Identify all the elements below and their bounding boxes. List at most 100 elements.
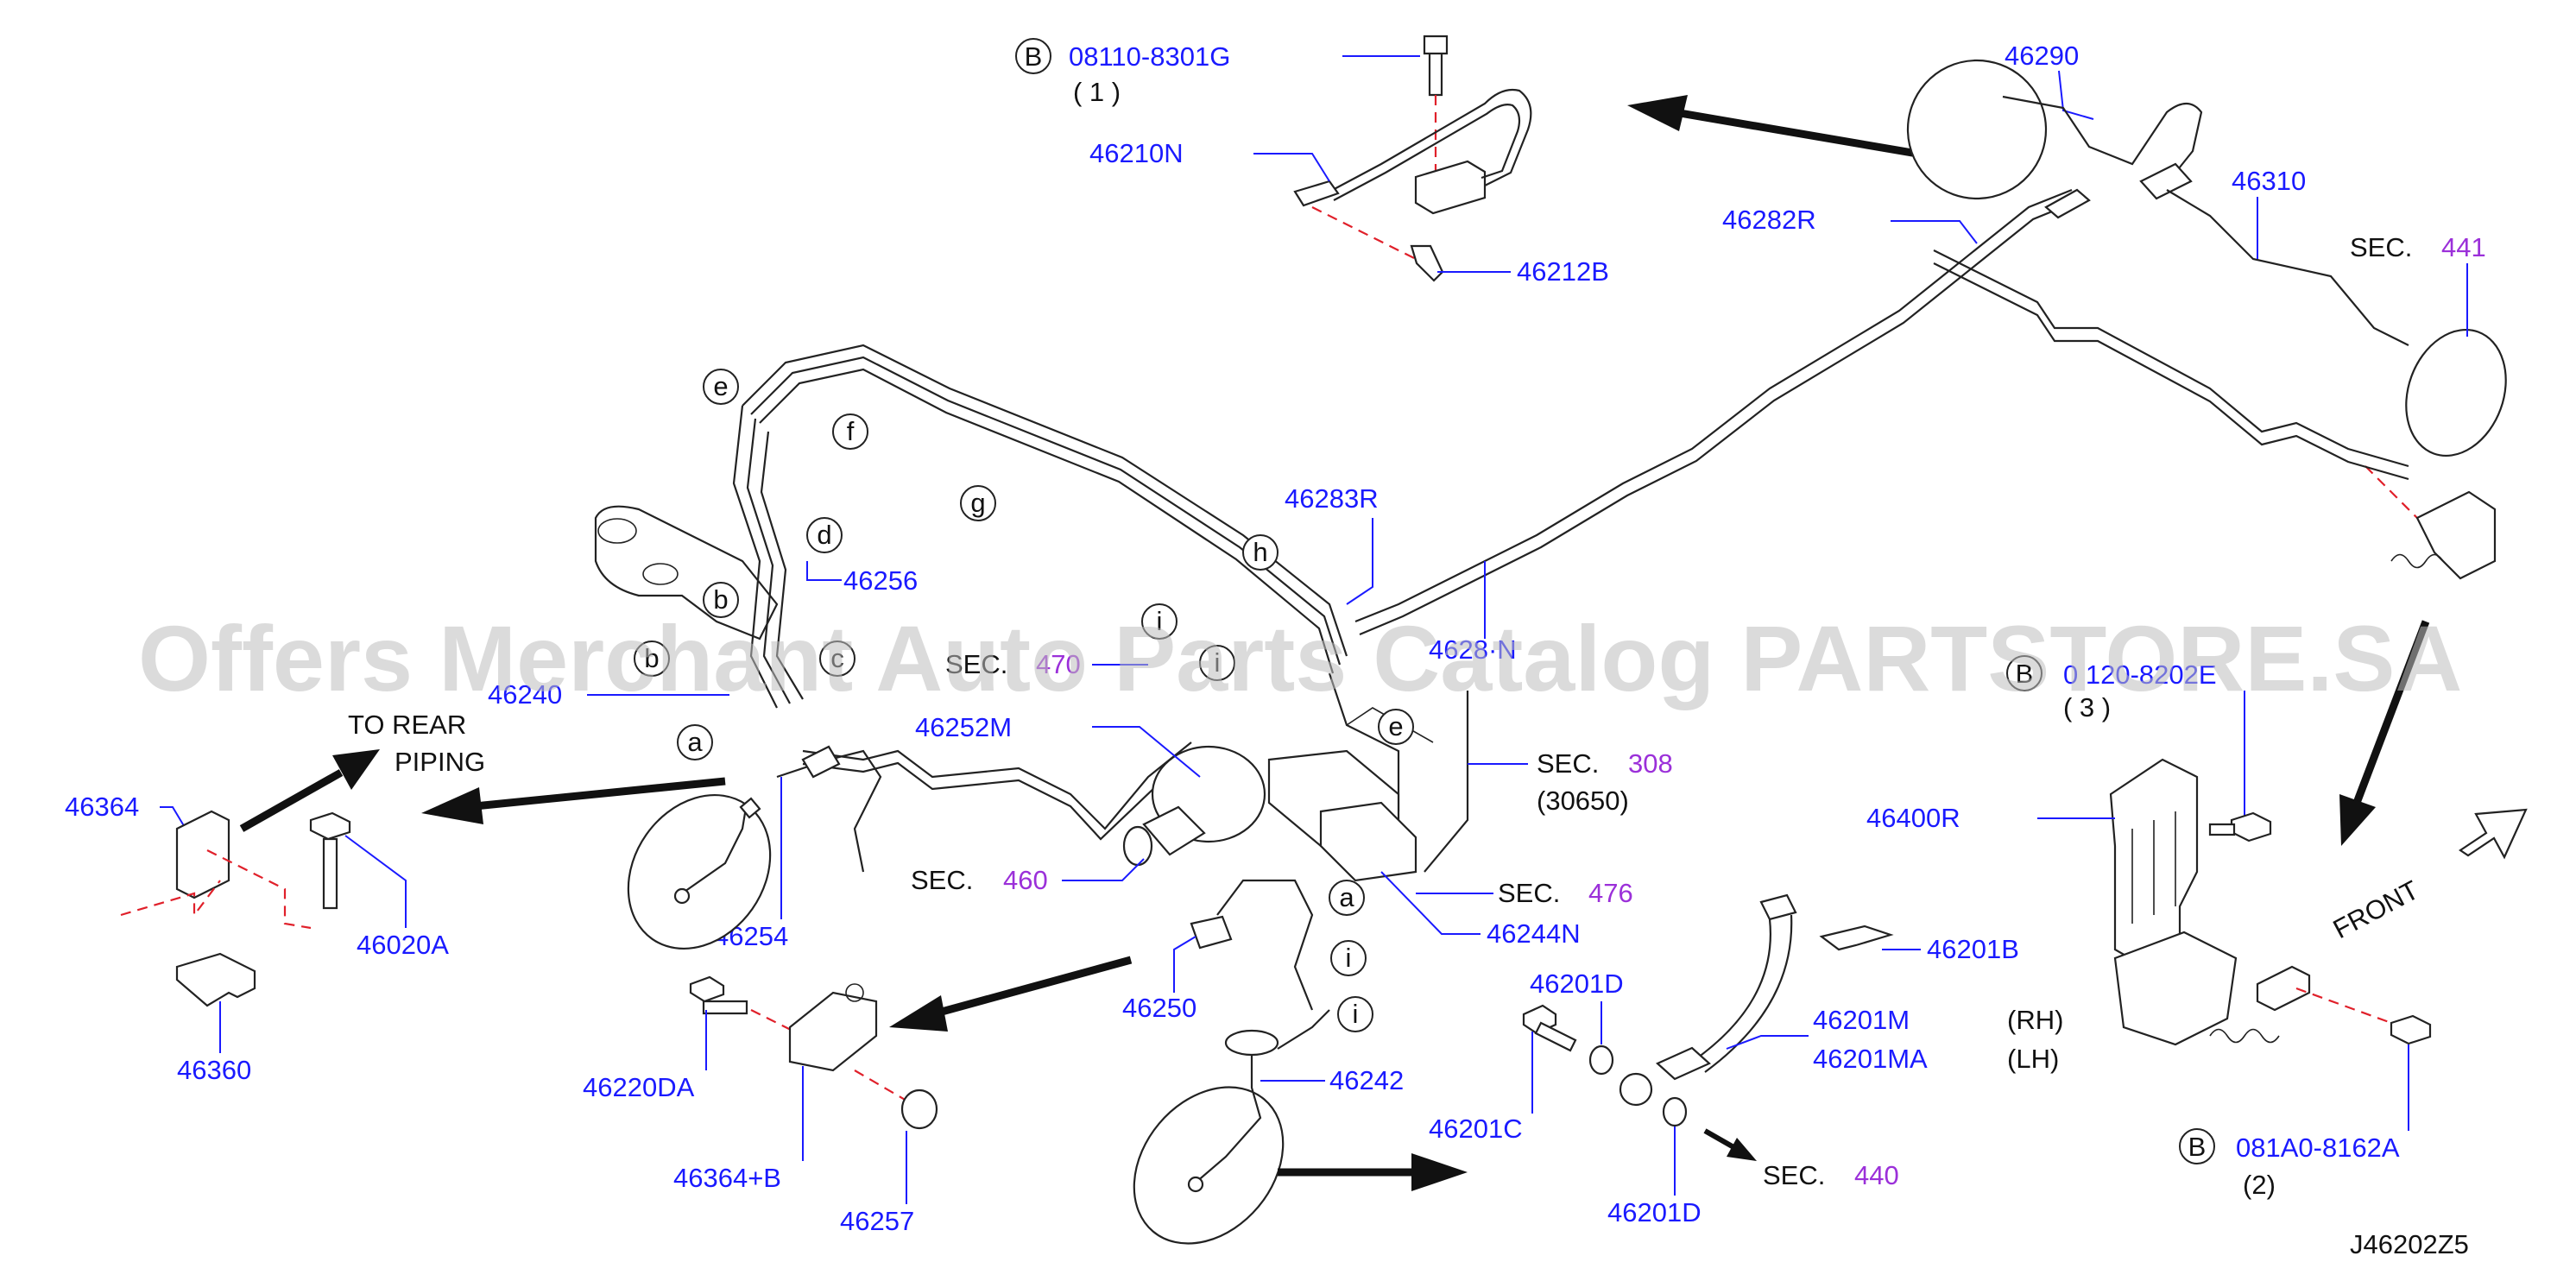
line-to-master xyxy=(802,741,1192,830)
caliper-spring-icon xyxy=(2209,1028,2280,1044)
spring-icon-upper xyxy=(2390,553,2444,569)
part-46201d-bot[interactable]: 46201D xyxy=(1607,1197,1702,1227)
dash-caliper-bolt xyxy=(2295,987,2392,1025)
part-46283r[interactable]: 46283R xyxy=(1285,483,1379,514)
front-arrow-icon xyxy=(2459,808,2528,860)
caliper-detail: B 0 120-8202E ( 3 ) 46400R B 081A0-8162A… xyxy=(1866,620,2528,1200)
part-46360[interactable]: 46360 xyxy=(177,1055,251,1085)
dash-top-clip xyxy=(1311,206,1417,260)
caliper-small-icon xyxy=(2415,490,2497,580)
bolt-shank-caliper-top xyxy=(2208,823,2236,836)
part-46400r[interactable]: 46400R xyxy=(1866,803,1960,833)
sec-308[interactable]: 308 xyxy=(1628,748,1673,779)
sec-30650: (30650) xyxy=(1537,786,1629,816)
part-46201d-top[interactable]: 46201D xyxy=(1530,969,1624,999)
part-46256[interactable]: 46256 xyxy=(843,565,918,596)
abs-block-icon xyxy=(1319,801,1417,882)
part-46252m[interactable]: 46252M xyxy=(915,712,1012,742)
banjo-eye xyxy=(1619,1072,1653,1107)
sec-476[interactable]: 476 xyxy=(1588,878,1633,908)
leader-46020a xyxy=(344,835,407,928)
part-46310[interactable]: 46310 xyxy=(2232,166,2306,196)
part-46364[interactable]: 46364 xyxy=(65,792,139,822)
frame-line-1 xyxy=(742,344,1348,657)
lower-harness xyxy=(1216,879,1314,1011)
part-46290[interactable]: 46290 xyxy=(2005,41,2079,71)
panel-308-line xyxy=(1424,691,1469,873)
arrow-to-left-clip xyxy=(465,777,726,811)
letter-g: g xyxy=(970,488,985,518)
leader-46252m xyxy=(1092,726,1201,778)
letter-circle-f xyxy=(832,413,868,450)
part-46201c[interactable]: 46201C xyxy=(1429,1114,1523,1144)
leader-46290 xyxy=(2058,70,2094,120)
part-46244n[interactable]: 46244N xyxy=(1487,918,1581,949)
caliper-bracket-ribs xyxy=(2131,811,2176,924)
hose-banjo xyxy=(1656,1046,1711,1081)
part-46201ma[interactable]: 46201MA xyxy=(1813,1044,1928,1074)
lower-sensor-lead xyxy=(1277,1009,1330,1050)
letter-circle-a1 xyxy=(677,724,713,760)
bolt-icon-081a0 xyxy=(2390,1014,2432,1045)
part-4628n[interactable]: 4628·N xyxy=(1429,634,1517,665)
sec-441-label: SEC. xyxy=(2350,232,2412,262)
part-46364b[interactable]: 46364+B xyxy=(673,1163,781,1193)
main-line-3 xyxy=(1933,249,2409,468)
part-46250[interactable]: 46250 xyxy=(1122,993,1196,1023)
sec-470[interactable]: 470 xyxy=(1036,649,1081,679)
part-46220da[interactable]: 46220DA xyxy=(583,1072,695,1102)
part-46020a[interactable]: 46020A xyxy=(357,930,449,960)
bolt-shank-46220da xyxy=(702,1000,748,1015)
part-46201b[interactable]: 46201B xyxy=(1927,934,2019,964)
letter-circle-i2 xyxy=(1199,645,1235,681)
disc-lower xyxy=(1133,1086,1285,1245)
frame-hole-1 xyxy=(597,518,637,544)
part-46201m[interactable]: 46201M xyxy=(1813,1005,1910,1035)
leader-46210n xyxy=(1253,153,1330,182)
part-0120-8202e[interactable]: 0 120-8202E xyxy=(2063,659,2217,690)
part-08110-8301g[interactable]: 08110-8301G xyxy=(1069,41,1230,72)
washer-46201d-top xyxy=(1588,1044,1614,1076)
sec-440[interactable]: 440 xyxy=(1854,1160,1899,1190)
letter-circle-c xyxy=(819,640,856,677)
part-46242[interactable]: 46242 xyxy=(1329,1065,1404,1095)
clip-46201b-icon xyxy=(1819,924,1894,951)
part-46210n[interactable]: 46210N xyxy=(1089,138,1184,168)
sec-308-label: SEC. xyxy=(1537,748,1599,779)
left-hose-bracket xyxy=(801,745,841,779)
sec-440-label: SEC. xyxy=(1763,1160,1825,1190)
left-clip-detail: TO REAR PIPING 46364 46020A 46360 xyxy=(65,710,485,1085)
part-46257[interactable]: 46257 xyxy=(840,1206,914,1236)
hose-end-fitting xyxy=(1759,893,1797,921)
lower-sensor-end xyxy=(1187,1176,1204,1193)
letter-circle-b1 xyxy=(703,582,739,618)
sec-441[interactable]: 441 xyxy=(2441,232,2486,262)
part-081a0-8162a[interactable]: 081A0-8162A xyxy=(2236,1133,2400,1163)
letter-i3: i xyxy=(1346,943,1352,973)
block-icon-top xyxy=(1414,160,1487,215)
bolt-46201c-shank xyxy=(1534,1021,1577,1052)
leader-46256 xyxy=(806,561,842,581)
letter-circle-i4 xyxy=(1337,996,1373,1032)
part-46240[interactable]: 46240 xyxy=(488,679,562,710)
callout-b-top: B xyxy=(1025,41,1043,72)
frame-down-3 xyxy=(760,431,804,700)
sec-460-label: SEC. xyxy=(911,865,973,895)
top-tube-assembly: B 08110-8301G ( 1 ) 46210N 46212B xyxy=(1015,35,1609,287)
part-46212b[interactable]: 46212B xyxy=(1517,256,1609,287)
frame-down-1 xyxy=(732,405,778,709)
master-cylinder-body xyxy=(1142,805,1206,856)
letter-circle-i3 xyxy=(1330,940,1367,976)
clip-icon-46212b xyxy=(1410,244,1444,282)
sec-470-label: SEC. xyxy=(945,649,1007,679)
sec-460[interactable]: 460 xyxy=(1003,865,1048,895)
front-label: FRONT xyxy=(2328,874,2424,944)
main-line-4 xyxy=(1933,262,2409,481)
bolt-icon-caliper-top xyxy=(2230,811,2272,842)
bracket-46360-icon xyxy=(175,952,256,1007)
arrow-to-block xyxy=(931,956,1133,1019)
hose-line-2 xyxy=(1704,914,1793,1073)
part-46282r[interactable]: 46282R xyxy=(1722,205,1816,235)
bolt-shank-46020a xyxy=(322,837,338,910)
sensor-ring xyxy=(1224,1029,1279,1057)
